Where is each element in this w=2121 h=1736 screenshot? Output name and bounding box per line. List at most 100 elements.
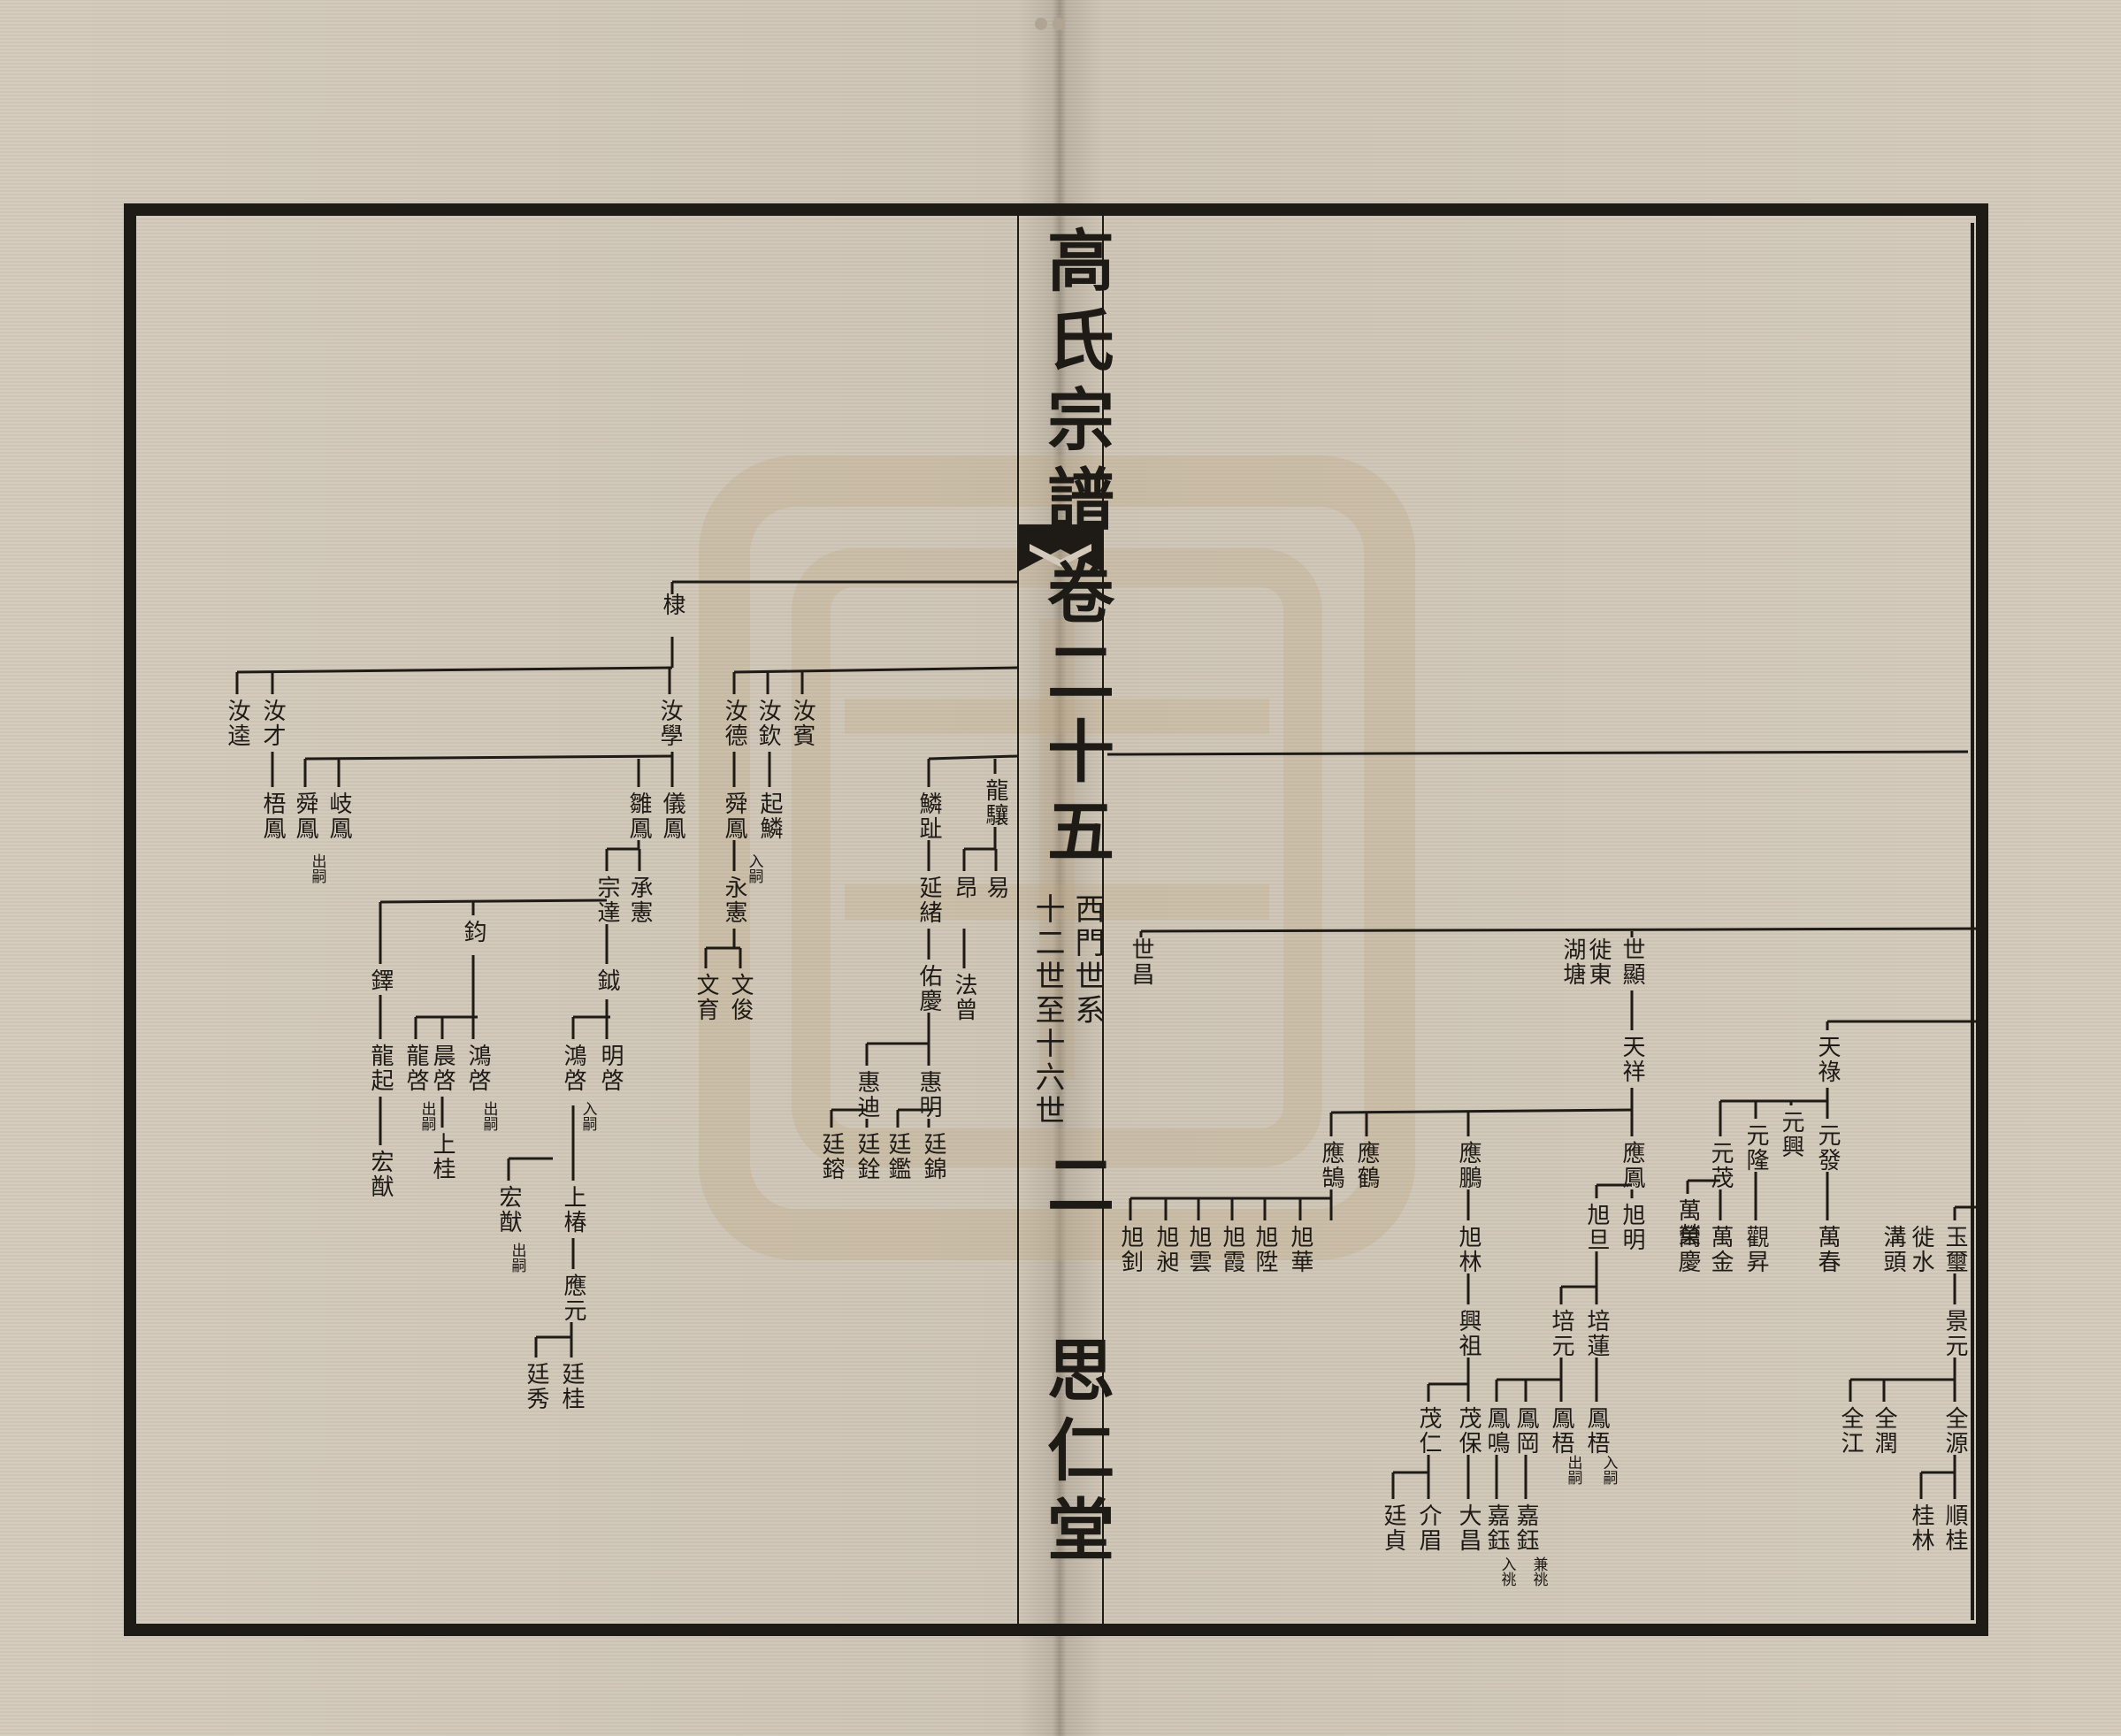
book-title: 高氏宗譜 [1036,226,1114,544]
lineage-name: 嘉鈺 [1512,1503,1539,1553]
watermark-seal-bar [845,699,1269,734]
lineage-name: 旭明 [1619,1203,1645,1252]
lineage-name: 鳳岡 [1512,1406,1539,1456]
lineage-name: 汝賓 [789,699,815,748]
page-number: 二 [1036,1150,1114,1229]
lineage-name: 起鱗 [756,792,783,841]
lineage-name: 旭旦 [1583,1203,1610,1252]
lineage-name: 岐鳳 [325,792,352,841]
lineage-name: 汝逵 [224,699,250,748]
lineage-name: 應鳳 [1619,1141,1645,1190]
lineage-name: 文育 [693,973,719,1022]
lineage-name: 應鵬 [1455,1141,1482,1190]
center-fold [1053,0,1067,1736]
lineage-name: 明啓 [597,1044,624,1093]
lineage-name: 旭昶 [1152,1225,1179,1274]
adoption-note: 兼祧 [1529,1556,1548,1587]
lineage-name: 法曾 [951,973,977,1022]
lineage-name: 茂保 [1455,1406,1482,1456]
lineage-name: 旭釗 [1117,1225,1144,1274]
lineage-name: 汝學 [656,699,683,748]
adoption-note: 入嗣 [745,853,763,883]
lineage-name: 鴻啓 [464,1044,491,1093]
lineage-name: 廷桂 [558,1362,585,1411]
lineage-name: 旭陞 [1252,1225,1278,1274]
lineage-name: 鳳梧 [1548,1406,1574,1456]
lineage-name: 世昌 [1128,937,1154,987]
adoption-note: 入嗣 [1599,1455,1618,1485]
lineage-name: 溝頭 [1880,1225,1906,1274]
book-spine-column [1017,214,1104,1625]
watermark-seal-bar [1039,619,1075,1079]
lineage-name: 文俊 [727,973,754,1022]
lineage-name: 鱗趾 [915,792,942,841]
lineage-name: 順桂 [1941,1503,1968,1553]
lineage-name: 鈞 [460,920,486,944]
lineage-name: 介眉 [1415,1503,1442,1553]
lineage-name: 承憲 [626,876,653,925]
lineage-name: 桂林 [1908,1503,1934,1553]
lineage-name: 儀鳳 [659,792,685,841]
lineage-name: 世顯 [1619,937,1645,987]
lineage-name: 旭林 [1455,1225,1482,1274]
adoption-note: 出嗣 [308,853,326,883]
lineage-name: 元興 [1778,1110,1804,1159]
lineage-name: 旭雲 [1185,1225,1212,1274]
binding-hole [1053,18,1065,30]
lineage-name: 湖塘 [1559,937,1586,987]
lineage-name: 廷鑑 [884,1132,911,1182]
lineage-name: 培蓮 [1583,1309,1610,1358]
fishtail-mark [1017,524,1104,572]
lineage-name: 雛鳳 [625,792,652,841]
page-border-inner-rule [1971,223,1974,1620]
lineage-name: 全潤 [1871,1406,1897,1456]
lineage-name: 龍起 [367,1044,394,1093]
lineage-name: 梧鳳 [259,792,286,841]
lineage-name: 元茂 [1707,1141,1734,1190]
adoption-note: 出嗣 [417,1101,436,1131]
lineage-name: 龍啓 [402,1044,429,1093]
lineage-name: 廷錦 [920,1132,946,1182]
lineage-name: 易 [983,876,1009,900]
adoption-note: 出嗣 [1564,1455,1582,1485]
lineage-name: 鉞 [593,968,620,993]
lineage-name: 汝德 [721,699,747,748]
lineage-name: 元發 [1814,1123,1841,1173]
lineage-name: 佑慶 [915,964,942,1013]
lineage-name: 應元 [560,1273,586,1323]
lineage-name: 上椿 [560,1185,586,1235]
adoption-note: 入嗣 [578,1101,597,1131]
lineage-name: 晨啓 [429,1044,456,1093]
lineage-name: 天祥 [1619,1035,1645,1084]
lineage-name: 宏猷 [495,1185,522,1235]
lineage-name: 鳳鳴 [1483,1406,1510,1456]
lineage-name: 全江 [1837,1406,1864,1456]
lineage-name: 舜鳳 [292,792,318,841]
lineage-name: 鐸 [367,968,394,993]
binding-hole [1035,18,1047,30]
lineage-name: 萬金 [1707,1225,1734,1274]
watermark-seal-bar [845,884,1269,920]
lineage-name: 廷秀 [523,1362,549,1411]
lineage-name: 茂仁 [1415,1406,1442,1456]
lineage-name: 鳳梧 [1583,1406,1610,1456]
watermark-seal [699,455,1415,1260]
lineage-name: 鴻啓 [560,1044,586,1093]
adoption-note: 出嗣 [479,1101,498,1131]
watermark-seal-inner [792,548,1322,1167]
hall-name: 思仁堂 [1036,1335,1114,1574]
lineage-name: 應鶴 [1353,1141,1380,1190]
lineage-name: 應鵠 [1318,1141,1344,1190]
lineage-name: 昂 [951,876,977,900]
lineage-name: 徙水 [1908,1225,1934,1274]
adoption-note: 入祧 [1497,1556,1516,1587]
lineage-name: 大昌 [1455,1503,1482,1553]
lineage-name: 延緒 [915,876,942,925]
lineage-name: 興祖 [1455,1309,1482,1358]
generation-range: 十二世至十六世 [1030,893,1065,1128]
lineage-name: 嘉鈺 [1483,1503,1510,1553]
lineage-name: 廷銓 [854,1132,880,1182]
lineage-name: 汝才 [259,699,286,748]
lineage-name: 萬慶 [1674,1225,1701,1274]
lineage-name: 宏猷 [367,1150,394,1199]
